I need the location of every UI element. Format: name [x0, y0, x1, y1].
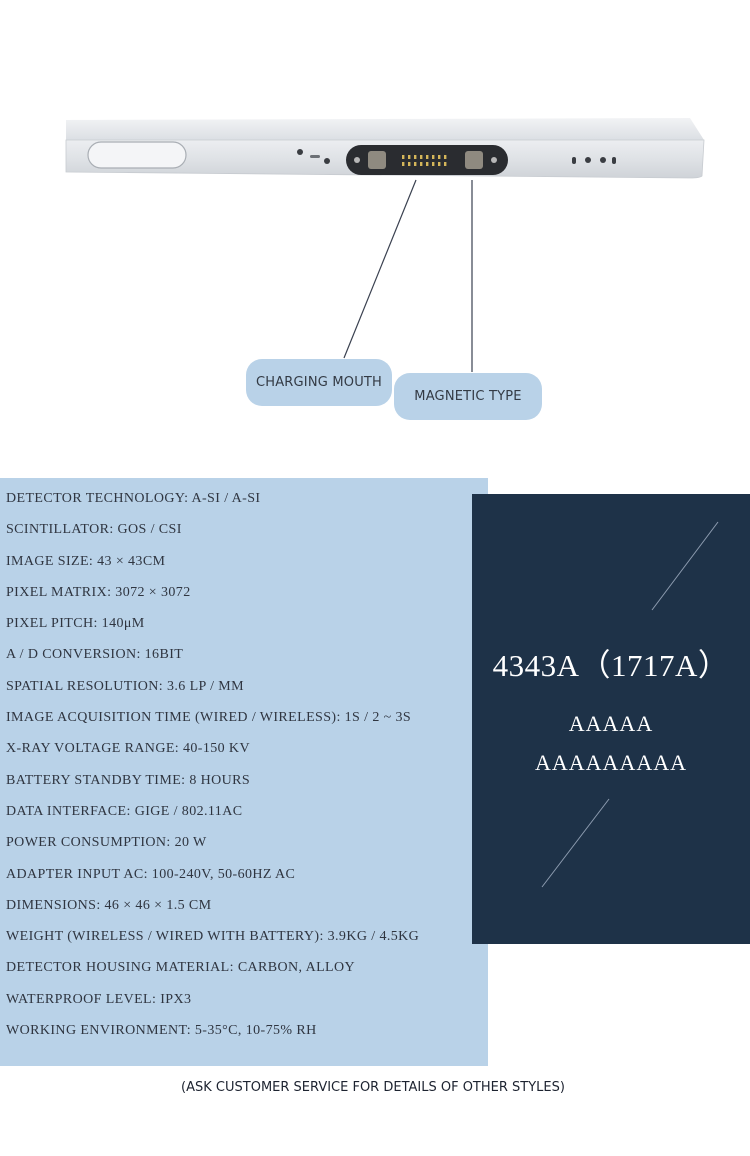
spec-item: DATA INTERFACE: GIGE / 802.11AC — [6, 803, 243, 819]
model-subtitle-1: AAAAA — [568, 711, 654, 736]
spec-item: DIMENSIONS: 46 × 46 × 1.5 CM — [6, 897, 212, 913]
model-title: 4343A（1717A） — [492, 648, 730, 683]
spec-item: X-RAY VOLTAGE RANGE: 40-150 KV — [6, 741, 250, 757]
pointer-line-charging — [343, 179, 417, 359]
callout-charging-mouth: CHARGING MOUTH — [246, 359, 392, 406]
spec-panel: DETECTOR TECHNOLOGY: A-SI / A-SI SCINTIL… — [0, 478, 488, 1066]
decorative-lines — [541, 521, 719, 888]
spec-item: WORKING ENVIRONMENT: 5-35°C, 10-75% RH — [6, 1023, 317, 1039]
detector-panel-illustration — [65, 118, 705, 372]
spec-item: POWER CONSUMPTION: 20 W — [6, 835, 207, 851]
spec-item: DETECTOR HOUSING MATERIAL: CARBON, ALLOY — [6, 960, 356, 976]
spec-list: DETECTOR TECHNOLOGY: A-SI / A-SI SCINTIL… — [6, 483, 419, 1046]
product-image — [0, 0, 750, 470]
model-subtitle-2: AAAAAAAAA — [535, 750, 687, 775]
spec-item: BATTERY STANDBY TIME: 8 HOURS — [6, 772, 251, 788]
spec-item: WEIGHT (WIRELESS / WIRED WITH BATTERY): … — [6, 929, 420, 945]
spec-item: SCINTILLATOR: GOS / CSI — [6, 522, 182, 538]
model-card: 4343A（1717A） AAAAA AAAAAAAAA — [472, 494, 750, 944]
spec-item: DETECTOR TECHNOLOGY: A-SI / A-SI — [6, 491, 261, 506]
spec-item: ADAPTER INPUT AC: 100-240V, 50-60HZ AC — [6, 866, 296, 882]
spec-item: IMAGE SIZE: 43 × 43CM — [6, 553, 166, 569]
spec-item: PIXEL PITCH: 140μM — [6, 616, 145, 632]
spec-item: SPATIAL RESOLUTION: 3.6 LP / MM — [6, 678, 244, 694]
spec-item: PIXEL MATRIX: 3072 × 3072 — [6, 584, 191, 600]
callout-magnetic-type: MAGNETIC TYPE — [394, 373, 542, 420]
handle-slot — [87, 141, 187, 169]
spec-item: IMAGE ACQUISITION TIME (WIRED / WIRELESS… — [6, 710, 412, 726]
spec-item: A / D CONVERSION: 16BIT — [6, 647, 184, 663]
footer-note: (ASK CUSTOMER SERVICE FOR DETAILS OF OTH… — [181, 1080, 565, 1095]
spec-item: WATERPROOF LEVEL: IPX3 — [6, 991, 192, 1007]
